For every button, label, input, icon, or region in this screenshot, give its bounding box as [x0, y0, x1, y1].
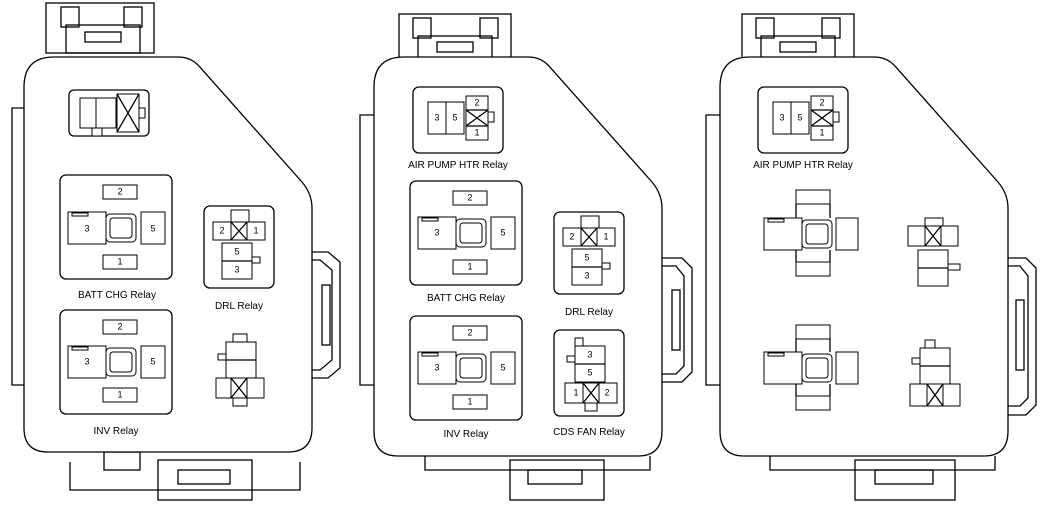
small-relay-upper	[907, 217, 961, 287]
pin-label: 5	[150, 356, 155, 366]
relay-label: AIR PUMP HTR Relay	[753, 160, 853, 171]
pin-label: 3	[434, 227, 439, 237]
pin-label: 5	[234, 246, 239, 256]
top-relay	[68, 89, 150, 137]
pin-label: 1	[573, 387, 578, 397]
pin-label: 1	[467, 261, 472, 271]
pin-label: 5	[452, 112, 457, 122]
small-relay	[215, 333, 265, 407]
pin-label: 3	[779, 112, 784, 122]
pin-label: 2	[604, 387, 609, 397]
inv-relay: 2 3 5 1 INV Relay	[59, 309, 173, 437]
pin-label: 3	[584, 270, 589, 280]
pin-label: 5	[500, 362, 505, 372]
air-pump-htr-relay: 3 5 2 1 AIR PUMP HTR Relay	[753, 86, 853, 171]
relay-label: CDS FAN Relay	[553, 427, 625, 438]
drl-relay: 2 1 5 3 DRL Relay	[203, 205, 275, 312]
pin-label: 5	[584, 252, 589, 262]
relay-label: BATT CHG Relay	[427, 293, 505, 304]
inv-relay: 2 3 5 1 INV Relay	[409, 315, 523, 440]
pin-label: 1	[819, 127, 824, 137]
pin-label: 1	[603, 231, 608, 241]
top-connector	[45, 2, 155, 54]
relay-box-body	[373, 56, 663, 457]
pin-label: 2	[467, 192, 472, 202]
pin-label: 2	[569, 231, 574, 241]
pin-label: 3	[434, 362, 439, 372]
relay-box-2: 3 5 2 1 AIR PUMP HTR Relay 2 3 5 1	[359, 13, 693, 501]
pin-label: 5	[797, 112, 802, 122]
pin-label: 1	[117, 389, 122, 399]
pin-label: 1	[253, 225, 258, 235]
batt-chg-relay: 2 3 5 1 BATT CHG Relay	[59, 174, 173, 301]
relay-label: DRL Relay	[215, 301, 263, 312]
pin-label: 3	[84, 223, 89, 233]
air-pump-htr-relay: 3 5 2 1 AIR PUMP HTR Relay	[408, 86, 508, 171]
pin-label: 1	[117, 256, 122, 266]
pin-label: 3	[434, 112, 439, 122]
pin-label: 2	[474, 97, 479, 107]
pin-label: 2	[819, 97, 824, 107]
relay-label: BATT CHG Relay	[78, 290, 156, 301]
four-pin-relay-lower	[763, 324, 859, 411]
relay-box-3: 3 5 2 1 AIR PUMP HTR Relay	[705, 13, 1037, 501]
relay-label: AIR PUMP HTR Relay	[408, 160, 508, 171]
cds-fan-relay: 3 5 1 2 CDS FAN Relay	[553, 329, 625, 438]
relay-label: DRL Relay	[565, 307, 613, 318]
relay-box-1: 2 3 5 1 BATT CHG Relay 2 1 5 3 D	[11, 2, 341, 501]
pin-label: 1	[467, 396, 472, 406]
small-relay-lower	[909, 339, 961, 407]
drl-relay: 2 1 5 3 DRL Relay	[553, 211, 625, 318]
pin-label: 1	[474, 127, 479, 137]
pin-label: 2	[467, 327, 472, 337]
pin-label: 5	[150, 223, 155, 233]
relay-label: INV Relay	[93, 426, 138, 437]
pin-label: 2	[117, 321, 122, 331]
pin-label: 3	[587, 349, 592, 359]
pin-label: 2	[117, 186, 122, 196]
pin-label: 3	[84, 356, 89, 366]
relay-label: INV Relay	[443, 429, 488, 440]
four-pin-relay-upper	[763, 189, 859, 277]
relay-box-body	[23, 56, 313, 453]
batt-chg-relay: 2 3 5 1 BATT CHG Relay	[409, 180, 523, 304]
pin-label: 5	[500, 227, 505, 237]
pin-label: 5	[587, 367, 592, 377]
relay-box-body	[719, 56, 1009, 457]
pin-label: 3	[234, 264, 239, 274]
pin-label: 2	[219, 225, 224, 235]
